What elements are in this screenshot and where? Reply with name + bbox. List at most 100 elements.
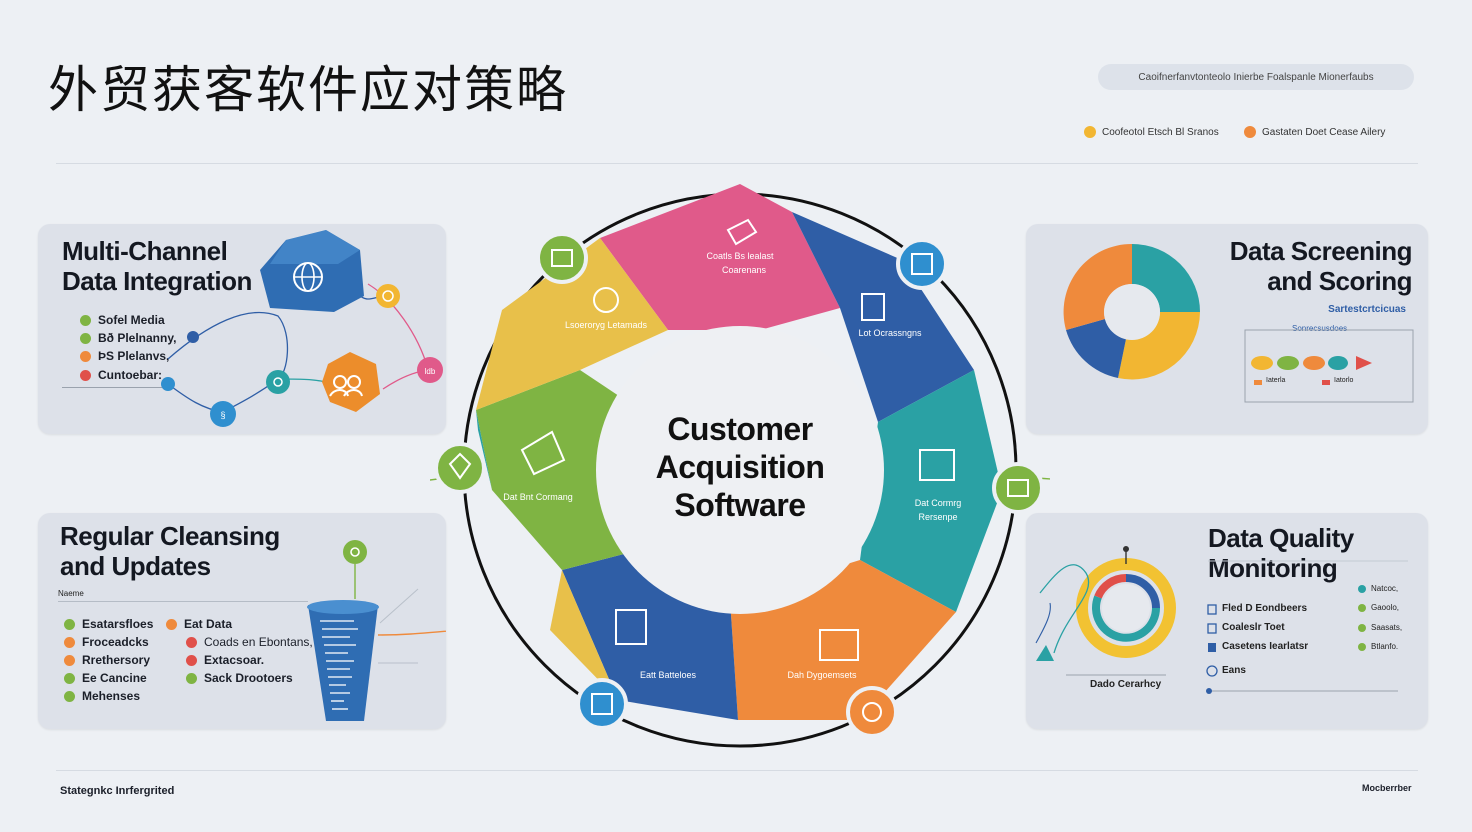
- acquisition-wheel: Coatls Bs lealast Coarenans Lot Ocrassng…: [430, 184, 1050, 748]
- node-icon-briefcase: [992, 462, 1044, 514]
- page-title: 外贸获客软件应对策略: [48, 61, 568, 119]
- list-item-label: Froceadcks: [82, 635, 149, 649]
- footer-left-text: Stategnkc Inrfergrited: [60, 785, 175, 797]
- node-icon: [210, 401, 236, 427]
- screening-tag: Iatorlo: [1334, 377, 1354, 384]
- bullet-dot: [64, 618, 75, 630]
- bullet-dot: [80, 369, 91, 381]
- card-data-screening: Data Screening and Scoring Sartestcrtcic…: [1026, 224, 1428, 434]
- decorative-curve: [1039, 564, 1090, 654]
- segment-label: Rersenpe: [918, 512, 957, 522]
- footer-right-text: Mocberrber: [1362, 783, 1412, 793]
- node-icon-target: [846, 686, 898, 738]
- users-icon: [333, 375, 347, 389]
- database-icon: [520, 430, 566, 476]
- quality-graphics: [1035, 546, 1408, 694]
- card-title-line1: Multi-Channel: [62, 236, 228, 266]
- screening-graphics: [1063, 243, 1414, 403]
- list-item-label: Sofel Media: [98, 313, 165, 327]
- side-item: Btlanfo.: [1371, 642, 1399, 651]
- card-title: Data Screening and Scoring: [1230, 236, 1413, 296]
- list-item: Sack Drootoers: [186, 671, 293, 685]
- list-underline: [62, 387, 162, 388]
- segment-label: Coatls Bs lealast: [706, 251, 774, 261]
- clock-icon: [1206, 665, 1218, 677]
- node-icon-document: [896, 238, 948, 290]
- node-dot: [187, 331, 199, 343]
- segment-label: Eatt Batteloes: [640, 670, 697, 680]
- list-item-label: Rrethersory: [82, 653, 151, 667]
- node-dot: [161, 377, 175, 391]
- list-item: Esatarsfloes: [64, 617, 153, 631]
- footer-divider: [56, 770, 1418, 771]
- legend-label: Coofeotol Etsch Bl Sranos: [1102, 126, 1219, 138]
- legend-item-1: Coofeotol Etsch Bl Sranos: [1084, 126, 1219, 138]
- segment-label: Dat Bnt Cormang: [503, 492, 573, 502]
- list-item: Rrethersory: [64, 653, 150, 667]
- cleansing-bucket-graphic: [307, 540, 446, 721]
- list-item-label: Sack Drootoers: [204, 671, 293, 685]
- card-title-line2: Monitoring: [1208, 553, 1338, 583]
- card-title: Multi-Channel Data Integration: [62, 236, 252, 296]
- node-icon: [376, 284, 400, 308]
- legend-item-2: Gastaten Doet Cease Ailery: [1244, 126, 1385, 138]
- node-icon: [417, 357, 443, 383]
- checklist-item: Fled D Eondbeers: [1222, 603, 1308, 614]
- bar-chart-icon: [919, 449, 955, 481]
- list-item: Cuntoebar:: [80, 368, 162, 382]
- card-title-line2: and Scoring: [1267, 266, 1412, 296]
- card-regular-cleansing: Regular Cleansing and Updates Naeme Esat…: [38, 513, 446, 729]
- bullet-dot: [186, 636, 197, 648]
- list-item-label: Mehenses: [82, 689, 141, 703]
- growth-chart-icon: [819, 629, 859, 661]
- list-item: Extacsoar.: [186, 653, 264, 667]
- arrow-icon: [1036, 645, 1054, 661]
- center-title-line1: Customer: [667, 411, 813, 447]
- integration-network-graphic: ldb §: [161, 230, 443, 427]
- bullet-dot: [80, 350, 91, 362]
- quality-ring-chart: [1076, 558, 1176, 658]
- list-item: Froceadcks: [64, 635, 149, 649]
- segment-label: Lot Ocrassngns: [858, 328, 922, 338]
- list-item-label: Cuntoebar:: [98, 368, 162, 382]
- card-title-line2: and Updates: [60, 551, 211, 581]
- screening-subtitle: Sartestcrtcicuas: [1328, 304, 1406, 315]
- gear-icon: [593, 287, 619, 313]
- segment-yellow: [476, 238, 668, 410]
- list-item-label: Esatarsfloes: [82, 617, 154, 631]
- center-title: Customer Acquisition Software: [640, 410, 840, 524]
- bullet-dot: [80, 332, 91, 344]
- data-bucket-icon: [308, 605, 378, 721]
- divider: [58, 601, 308, 602]
- card-title-line2: Data Integration: [62, 266, 252, 296]
- side-item: Saasats,: [1371, 623, 1403, 632]
- bullet-dot: [186, 654, 197, 666]
- screening-caption: Sonrecsusdoes: [1292, 324, 1348, 333]
- node-icon-grid: [536, 232, 588, 284]
- node-icon-gem: [434, 442, 486, 494]
- bullet-dot: [80, 314, 91, 326]
- bullet-dot: [166, 618, 177, 630]
- card-data-quality: Data Quality Monitoring Dado Cerarhcy Fl…: [1026, 513, 1428, 729]
- bullet-dot: [64, 690, 75, 702]
- card-title: Regular Cleansing and Updates: [60, 521, 280, 581]
- gear-icon: [343, 540, 367, 564]
- bullet-dot: [186, 672, 197, 684]
- bullet-dot: [64, 636, 75, 648]
- checkbox-icon: [1208, 643, 1216, 652]
- list-item-label: Eat Data: [184, 617, 233, 631]
- side-item: Gaoolo,: [1371, 603, 1400, 612]
- checklist-item: Casetens Iearlatsr: [1222, 641, 1309, 652]
- card-title-line1: Regular Cleansing: [60, 521, 280, 551]
- segment-label: Dat Cormrg: [915, 498, 962, 508]
- legend-label: Gastaten Doet Cease Ailery: [1262, 126, 1386, 138]
- legend-swatch-orange: [1244, 126, 1256, 138]
- list-item-label: Ee Cancine: [82, 671, 147, 685]
- small-label: Naeme: [58, 589, 84, 598]
- side-item: Natcoc,: [1371, 584, 1399, 593]
- center-circle: [596, 326, 884, 614]
- screening-tag: Iaterla: [1266, 377, 1286, 384]
- segment-label: Dah Dygoemsets: [787, 670, 857, 680]
- list-item-label: Bð Plelnanny,: [98, 331, 177, 345]
- list-item: Bð Plelnanny,: [80, 331, 176, 345]
